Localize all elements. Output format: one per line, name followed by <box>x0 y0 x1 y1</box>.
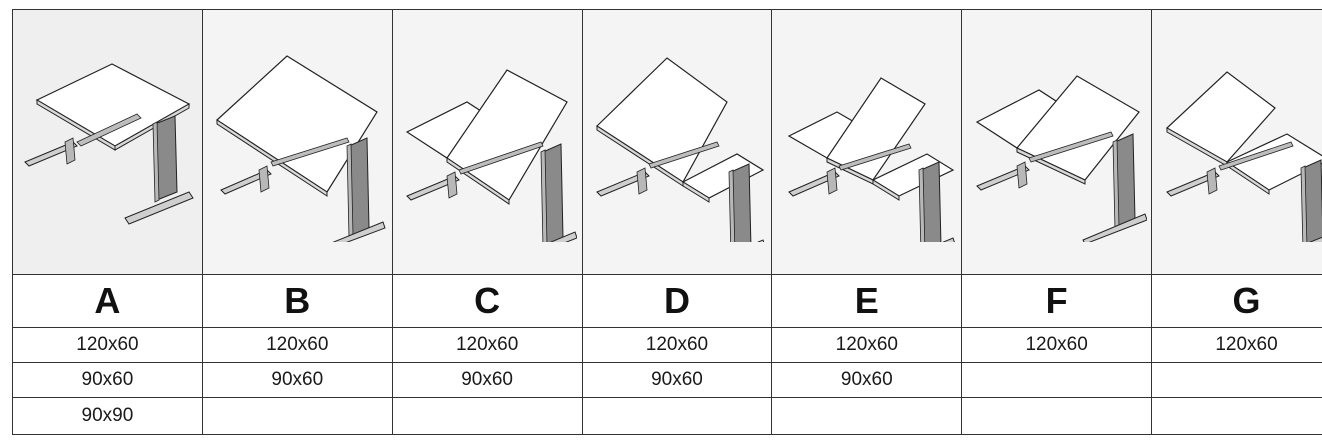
configuration-letter-row: A B C D E F G <box>12 274 1322 328</box>
config-letter-f: F <box>961 274 1153 328</box>
desk-image-cell-e <box>771 9 963 275</box>
size-cell <box>1151 362 1322 398</box>
config-letter-e: E <box>771 274 963 328</box>
size-cell: 120x60 <box>12 327 203 363</box>
size-cell <box>581 397 773 435</box>
size-cell: 120x60 <box>771 327 963 363</box>
desk-illustration-b <box>216 55 386 242</box>
size-cell: 90x60 <box>581 362 773 398</box>
size-cell <box>961 362 1153 398</box>
image-row <box>12 9 1322 275</box>
config-letter-b: B <box>201 274 393 328</box>
size-cell <box>961 397 1153 435</box>
config-letter-c: C <box>391 274 583 328</box>
config-letter-a: A <box>12 274 203 328</box>
size-cell: 120x60 <box>961 327 1153 363</box>
size-cell: 90x60 <box>201 362 393 398</box>
desk-image-cell-b <box>201 9 393 275</box>
size-cell <box>1151 397 1322 435</box>
desk-illustration-a <box>24 63 195 225</box>
desk-image-cell-a <box>12 9 203 275</box>
desk-image-cell-d <box>581 9 773 275</box>
config-letter-d: D <box>581 274 773 328</box>
size-cell: 120x60 <box>1151 327 1322 363</box>
desk-illustration-f <box>975 75 1147 242</box>
size-cell <box>201 397 393 435</box>
size-cell <box>391 397 583 435</box>
size-row-3: 90x90 <box>12 397 1322 435</box>
desk-configuration-table: A B C D E F G 120x60 120x60 120x60 120x6… <box>12 9 1322 435</box>
config-letter-g: G <box>1151 274 1322 328</box>
size-row-2: 90x60 90x60 90x60 90x60 90x60 <box>12 362 1322 398</box>
desk-image-cell-f <box>961 9 1153 275</box>
size-cell: 120x60 <box>201 327 393 363</box>
size-cell: 90x90 <box>12 397 203 435</box>
desk-image-cell-c <box>391 9 583 275</box>
desk-image-cell-g <box>1151 9 1322 275</box>
size-cell: 120x60 <box>391 327 583 363</box>
desk-illustration-d <box>595 57 765 242</box>
desk-illustration-c <box>405 69 578 242</box>
size-row-1: 120x60 120x60 120x60 120x60 120x60 120x6… <box>12 327 1322 363</box>
size-cell <box>771 397 963 435</box>
desk-illustration-e <box>787 77 955 242</box>
size-cell: 90x60 <box>771 362 963 398</box>
size-cell: 120x60 <box>581 327 773 363</box>
desk-illustration-g <box>1165 71 1322 242</box>
size-cell: 90x60 <box>391 362 583 398</box>
size-cell: 90x60 <box>12 362 203 398</box>
